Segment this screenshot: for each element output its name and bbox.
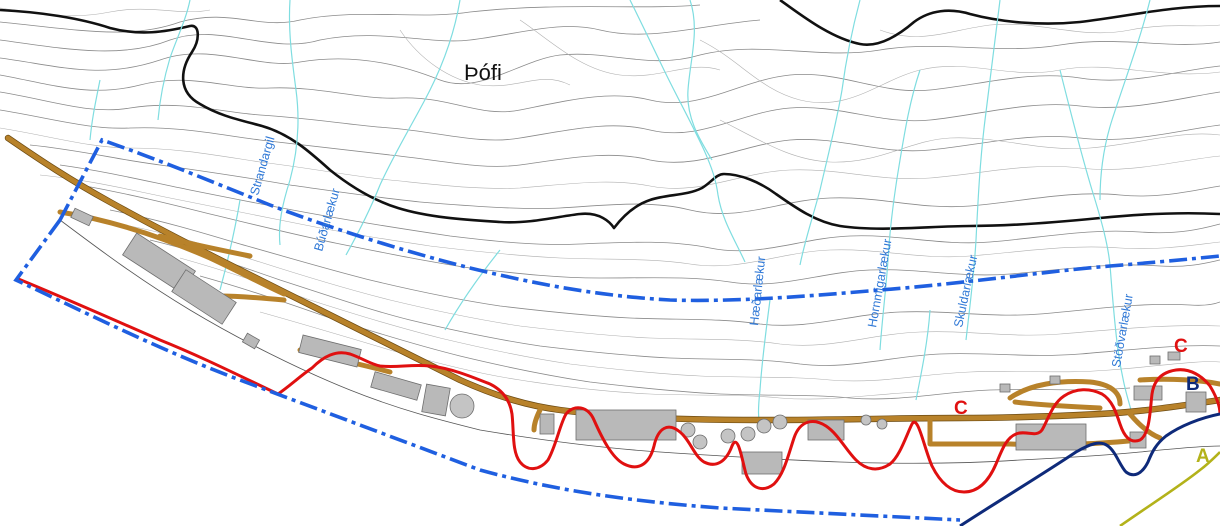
place-name-thofi: Þófi bbox=[464, 60, 502, 85]
stream-label-hornmigarlaekur: Hornmigarlækur bbox=[865, 238, 894, 329]
hazard-zone-a-line bbox=[1119, 451, 1220, 526]
stream-label-skuldarlaekur: Skuldarlækur bbox=[951, 254, 980, 329]
stream-label-haedarlaekur: Hæðarlækur bbox=[747, 256, 768, 327]
zone-label-a: A bbox=[1196, 446, 1210, 467]
zone-label-b: B bbox=[1186, 374, 1200, 395]
streams bbox=[89, 0, 1151, 431]
zone-label-c-right: C bbox=[1174, 336, 1188, 357]
hazard-zone-b-line bbox=[959, 412, 1220, 526]
hazard-zone-c-line bbox=[15, 276, 1220, 494]
index-contours bbox=[0, 0, 1220, 230]
buildings bbox=[70, 207, 1207, 475]
study-area-boundary bbox=[13, 137, 1220, 522]
coastline bbox=[59, 219, 1220, 464]
contour-lines bbox=[0, 4, 1220, 400]
stream-label-strandargil: Strandargil bbox=[247, 135, 277, 197]
stream-label-budarlaekur: Búðarlækur bbox=[311, 187, 342, 253]
zone-label-c-left: C bbox=[954, 398, 968, 419]
